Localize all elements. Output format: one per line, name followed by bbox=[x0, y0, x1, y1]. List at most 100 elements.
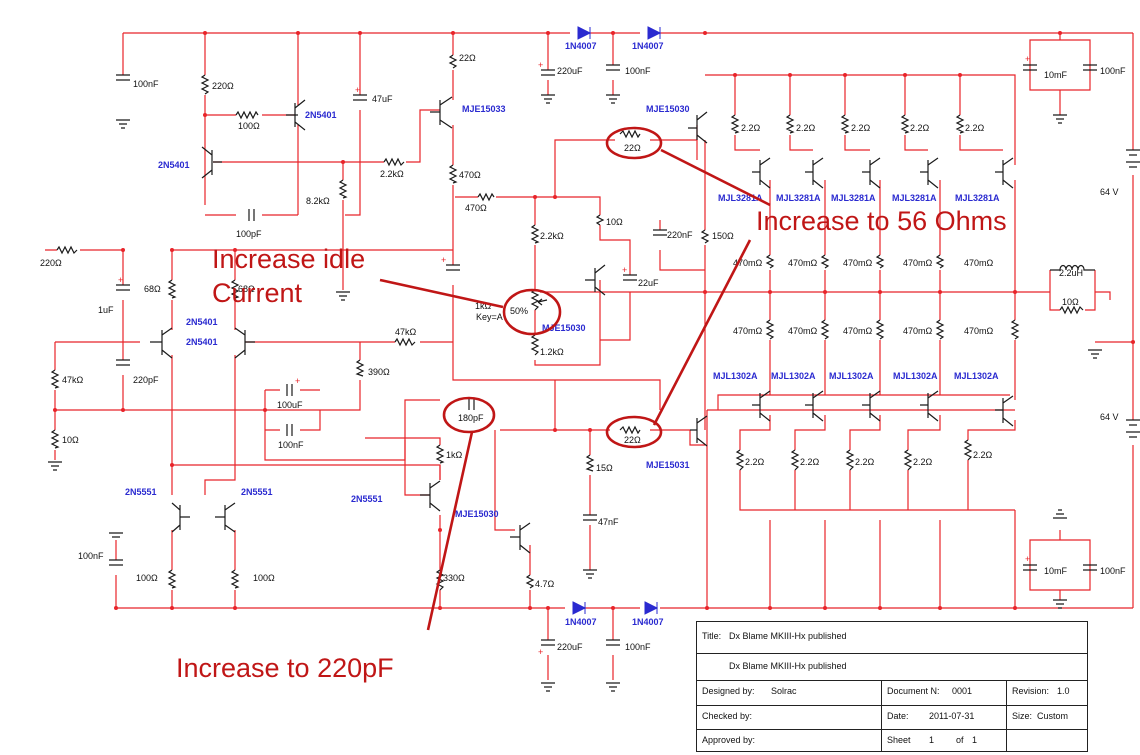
resistor-label: 1kΩ bbox=[446, 450, 463, 460]
diode-label: 1N4007 bbox=[632, 617, 664, 627]
resistor-label: 22Ω bbox=[459, 53, 476, 63]
cap-label: 220uF bbox=[557, 642, 583, 652]
resistor-label: 470mΩ bbox=[788, 258, 818, 268]
resistor-label: 2.2Ω bbox=[965, 123, 985, 133]
cap-label: 100nF bbox=[625, 66, 651, 76]
resistor-label: 10Ω bbox=[1062, 297, 1079, 307]
cap-label: 100uF bbox=[277, 400, 303, 410]
resistor-label: 470mΩ bbox=[843, 258, 873, 268]
cap-label: 220uF bbox=[557, 66, 583, 76]
resistor-label: 22Ω bbox=[624, 435, 641, 445]
transistor-label: MJE15030 bbox=[542, 323, 586, 333]
cap-label: 22uF bbox=[638, 278, 659, 288]
capacitors bbox=[109, 64, 1140, 646]
transistor-label: MJL1302A bbox=[771, 371, 816, 381]
polarity-marks: + + + + + + + + + bbox=[118, 54, 1030, 657]
resistor-label: 470Ω bbox=[459, 170, 481, 180]
checked-label: Checked by: bbox=[702, 711, 753, 721]
transistor-label: MJL1302A bbox=[893, 371, 938, 381]
resistor-label: 2.2Ω bbox=[913, 457, 933, 467]
resistor-label: 470mΩ bbox=[964, 326, 994, 336]
pot-percent: 50% bbox=[510, 306, 528, 316]
transistors bbox=[150, 96, 1014, 554]
of-label: of bbox=[956, 735, 964, 745]
resistor-label: 8.2kΩ bbox=[306, 196, 330, 206]
transistor-label: MJL3281A bbox=[718, 193, 763, 203]
cap-label: 1uF bbox=[98, 305, 114, 315]
resistor-label: 2.2Ω bbox=[855, 457, 875, 467]
component-labels: 100nF 220Ω 100Ω 2N5401 2N5401 47uF 2.2kΩ… bbox=[40, 53, 1126, 652]
resistor-label: 1.2kΩ bbox=[540, 347, 564, 357]
subtitle-row: Dx Blame MKIII-Hx published bbox=[697, 653, 1087, 681]
resistor-label: 2.2Ω bbox=[796, 123, 816, 133]
svg-text:+: + bbox=[118, 275, 123, 285]
resistor-label: 2.2Ω bbox=[910, 123, 930, 133]
transistor-label: 2N5551 bbox=[241, 487, 273, 497]
resistor-label: 10Ω bbox=[62, 435, 79, 445]
sheet-label: Sheet bbox=[887, 735, 911, 745]
diode-label: 1N4007 bbox=[565, 617, 597, 627]
transistor-label: 2N5551 bbox=[125, 487, 157, 497]
designed-label: Designed by: bbox=[702, 686, 755, 696]
resistor-label: 2.2Ω bbox=[851, 123, 871, 133]
resistor-label: 470mΩ bbox=[788, 326, 818, 336]
transistor-label: MJL3281A bbox=[831, 193, 876, 203]
docno-value: 0001 bbox=[952, 686, 973, 696]
note-idle-line1: Increase idle bbox=[212, 244, 365, 274]
transistor-label: 2N5551 bbox=[351, 494, 383, 504]
designed-value: Solrac bbox=[771, 686, 797, 696]
resistor-label: 470mΩ bbox=[733, 326, 763, 336]
resistor-label: 2.2kΩ bbox=[540, 231, 564, 241]
svg-text:+: + bbox=[538, 647, 543, 657]
note-56-ohms: Increase to 56 Ohms bbox=[756, 206, 1007, 236]
inductor-label: 2.2uH bbox=[1059, 268, 1083, 278]
diode-label: 1N4007 bbox=[632, 41, 664, 51]
svg-text:+: + bbox=[441, 255, 446, 265]
resistor-label: 2.2Ω bbox=[973, 450, 993, 460]
sheet-value: 1 bbox=[929, 735, 935, 745]
resistor-label: 470mΩ bbox=[903, 258, 933, 268]
subtitle-value: Dx Blame MKIII-Hx published bbox=[729, 661, 847, 671]
resistor-label: 2.2Ω bbox=[741, 123, 761, 133]
svg-text:+: + bbox=[538, 60, 543, 70]
resistor-label: 150Ω bbox=[712, 231, 734, 241]
resistor-label: 15Ω bbox=[596, 463, 613, 473]
resistor-label: 2.2Ω bbox=[745, 457, 765, 467]
svg-text:+: + bbox=[622, 265, 627, 275]
transistor-label: 2N5401 bbox=[158, 160, 190, 170]
transistor-label: MJL1302A bbox=[713, 371, 758, 381]
cap-label: 220pF bbox=[133, 375, 159, 385]
cap-label: 100nF bbox=[625, 642, 651, 652]
resistors bbox=[50, 54, 1095, 591]
resistor-label: 68Ω bbox=[238, 284, 255, 294]
of-value: 1 bbox=[972, 735, 978, 745]
transistor-label: MJL3281A bbox=[955, 193, 1000, 203]
note-220pf: Increase to 220pF bbox=[176, 653, 394, 683]
diode-label: 1N4007 bbox=[565, 41, 597, 51]
resistor-label: 100Ω bbox=[136, 573, 158, 583]
cap-label: 180pF bbox=[458, 413, 484, 423]
resistor-label: 47kΩ bbox=[62, 375, 84, 385]
resistor-label: 470mΩ bbox=[733, 258, 763, 268]
resistor-label: 220Ω bbox=[40, 258, 62, 268]
svg-text:+: + bbox=[1025, 554, 1030, 564]
resistor-label: 47kΩ bbox=[395, 327, 417, 337]
revision-label: Revision: bbox=[1012, 686, 1050, 696]
resistor-label: 2.2Ω bbox=[800, 457, 820, 467]
pot-key: Key=A bbox=[476, 312, 503, 322]
date-value: 2011-07-31 bbox=[929, 711, 975, 721]
cap-label: 220nF bbox=[667, 230, 693, 240]
transistor-label: 2N5401 bbox=[186, 337, 218, 347]
note-idle-line2: Current bbox=[212, 278, 303, 308]
cap-label: 100nF bbox=[1100, 66, 1126, 76]
pot-label: 1kΩ bbox=[475, 301, 492, 311]
size-label: Size: bbox=[1012, 711, 1033, 721]
title-row: Title: Dx Blame MKIII-Hx published bbox=[697, 622, 1087, 654]
resistor-label: 100Ω bbox=[238, 121, 260, 131]
transistor-label: MJL1302A bbox=[954, 371, 999, 381]
cap-label: 10mF bbox=[1044, 566, 1068, 576]
title-value: Dx Blame MKIII-Hx published bbox=[729, 631, 847, 641]
resistor-label: 4.7Ω bbox=[535, 579, 555, 589]
resistor-label: 68Ω bbox=[144, 284, 161, 294]
title-block: Title: Dx Blame MKIII-Hx published Dx Bl… bbox=[696, 621, 1088, 752]
